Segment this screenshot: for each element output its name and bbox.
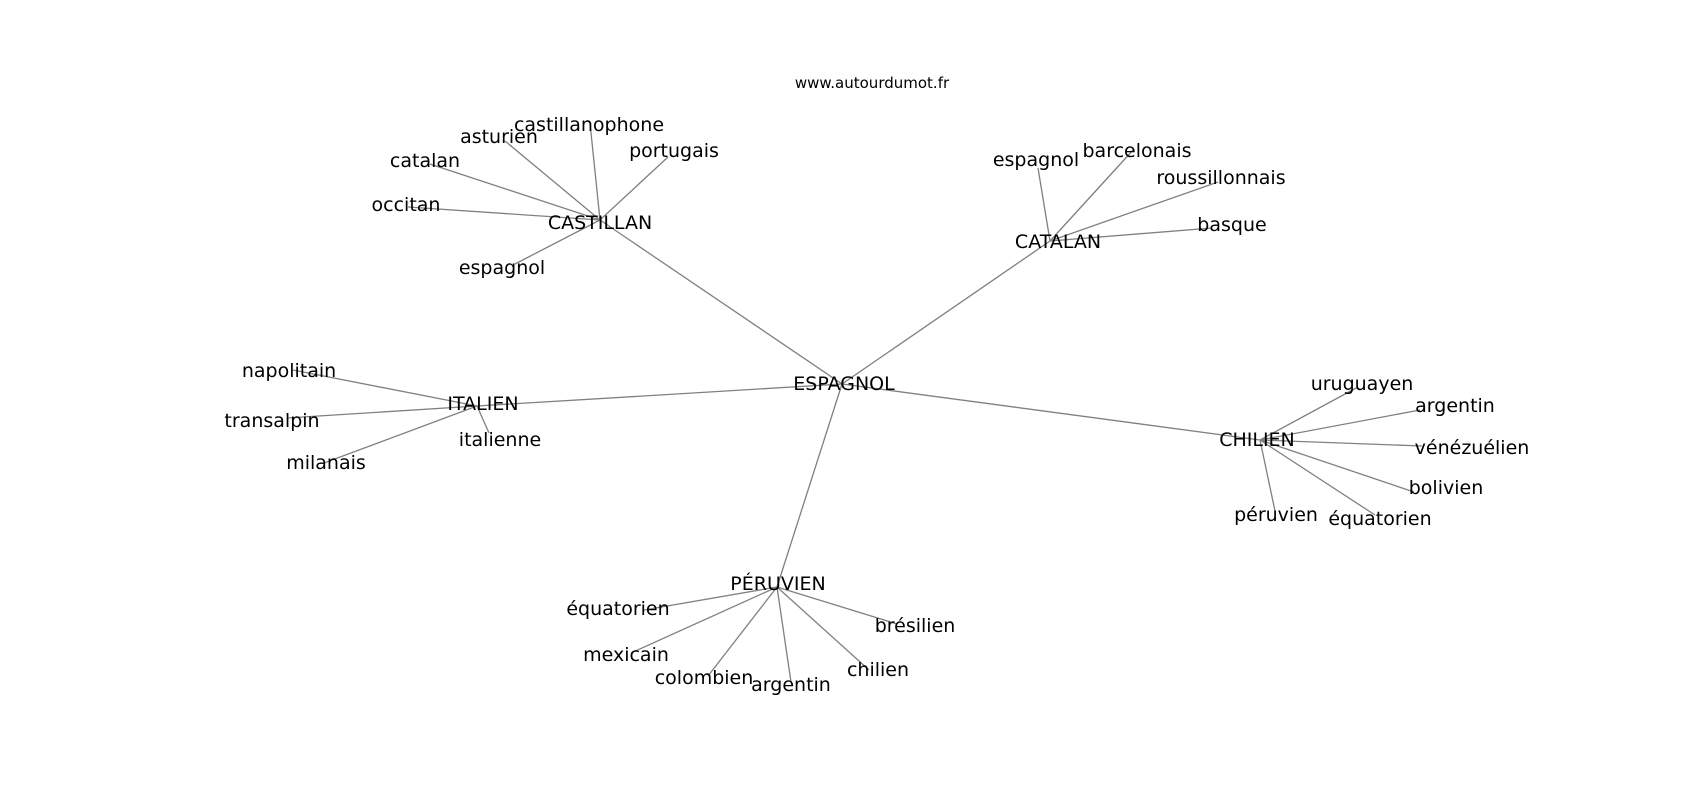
leaf-node-castillan-castillanophone[interactable]: castillanophone: [514, 114, 664, 136]
leaf-node-castillan-espagnol[interactable]: espagnol: [459, 257, 545, 279]
leaf-node-chilien-bolivien[interactable]: bolivien: [1409, 477, 1484, 499]
edge-peruvien-bresilien: [776, 586, 898, 625]
edge-castillan-catalan: [429, 163, 601, 221]
graph-labels: ESPAGNOL CASTILLAN castillanophoneasturien…: [224, 114, 1529, 696]
leaf-node-italien-italienne[interactable]: italienne: [459, 429, 541, 451]
graph-edges: [286, 122, 1423, 683]
edge-italien-italienne: [476, 405, 490, 434]
edge-catalan-basque: [1049, 227, 1213, 242]
leaf-node-catalan-espagnol[interactable]: espagnol: [993, 149, 1079, 171]
leaf-node-peruvien-chilien[interactable]: chilien: [847, 659, 909, 681]
edge-center-catalan: [841, 240, 1051, 385]
source-watermark: www.autourdumot.fr: [795, 74, 950, 92]
leaf-node-italien-napolitain[interactable]: napolitain: [242, 360, 336, 382]
edge-castillan-asturien: [504, 140, 601, 221]
leaf-node-chilien-venezuelien[interactable]: vénézuélien: [1415, 437, 1530, 459]
leaf-node-castillan-asturien[interactable]: asturien: [460, 126, 538, 148]
edge-castillan-occitan: [407, 206, 601, 221]
leaf-node-catalan-roussillonnais[interactable]: roussillonnais: [1156, 167, 1285, 189]
edge-center-chilien: [841, 383, 1261, 441]
edge-peruvien-argentin: [776, 586, 792, 683]
edge-catalan-espagnol: [1037, 167, 1051, 242]
edge-peruvien-mexicain: [630, 586, 778, 654]
edge-italien-transalpin: [286, 405, 478, 419]
hub-node-peruvien[interactable]: PÉRUVIEN: [730, 572, 825, 595]
leaf-node-chilien-uruguayen[interactable]: uruguayen: [1311, 373, 1414, 395]
edge-castillan-castillanophone: [589, 122, 601, 221]
edge-center-italien: [476, 383, 843, 407]
edge-center-peruvien: [776, 383, 843, 588]
leaf-node-peruvien-colombien[interactable]: colombien: [655, 667, 754, 689]
leaf-node-peruvien-argentin[interactable]: argentin: [751, 674, 831, 696]
edge-chilien-venezuelien: [1259, 439, 1423, 447]
edge-chilien-bolivien: [1259, 439, 1415, 493]
leaf-node-catalan-basque[interactable]: basque: [1197, 214, 1266, 236]
edge-peruvien-colombien: [707, 586, 778, 677]
leaf-node-chilien-argentin[interactable]: argentin: [1415, 395, 1495, 417]
edge-castillan-espagnol: [514, 219, 601, 265]
edge-chilien-argentin: [1259, 409, 1421, 441]
leaf-node-castillan-catalan[interactable]: catalan: [390, 150, 460, 172]
edge-castillan-portugais: [599, 156, 669, 221]
edge-peruvien-equatorien: [643, 586, 778, 611]
edge-chilien-equatorien: [1259, 439, 1376, 516]
leaf-node-peruvien-mexicain[interactable]: mexicain: [583, 644, 669, 666]
edge-chilien-peruvien: [1259, 439, 1276, 512]
hub-node-catalan[interactable]: CATALAN: [1015, 231, 1101, 253]
center-node-espagnol[interactable]: ESPAGNOL: [793, 373, 895, 395]
hub-node-castillan[interactable]: CASTILLAN: [548, 212, 652, 234]
edge-center-castillan: [599, 219, 843, 385]
leaf-node-italien-milanais[interactable]: milanais: [286, 452, 366, 474]
leaf-node-peruvien-equatorien[interactable]: équatorien: [566, 598, 669, 620]
edge-catalan-barcelonais: [1049, 148, 1135, 242]
edge-catalan-roussillonnais: [1049, 181, 1219, 242]
edge-italien-milanais: [323, 405, 478, 464]
hub-node-chilien[interactable]: CHILIEN: [1219, 429, 1295, 451]
leaf-node-peruvien-bresilien[interactable]: brésilien: [875, 615, 956, 637]
edge-peruvien-chilien: [776, 586, 870, 671]
leaf-node-chilien-equatorien[interactable]: équatorien: [1328, 508, 1431, 530]
leaf-node-italien-transalpin[interactable]: transalpin: [224, 410, 319, 432]
leaf-node-catalan-barcelonais[interactable]: barcelonais: [1083, 140, 1192, 162]
leaf-node-chilien-peruvien[interactable]: péruvien: [1234, 504, 1318, 526]
hub-node-italien[interactable]: ITALIEN: [447, 393, 518, 415]
leaf-node-castillan-portugais[interactable]: portugais: [629, 140, 719, 162]
edge-italien-napolitain: [292, 369, 478, 407]
edge-chilien-uruguayen: [1259, 386, 1359, 441]
leaf-node-castillan-occitan[interactable]: occitan: [372, 194, 441, 216]
